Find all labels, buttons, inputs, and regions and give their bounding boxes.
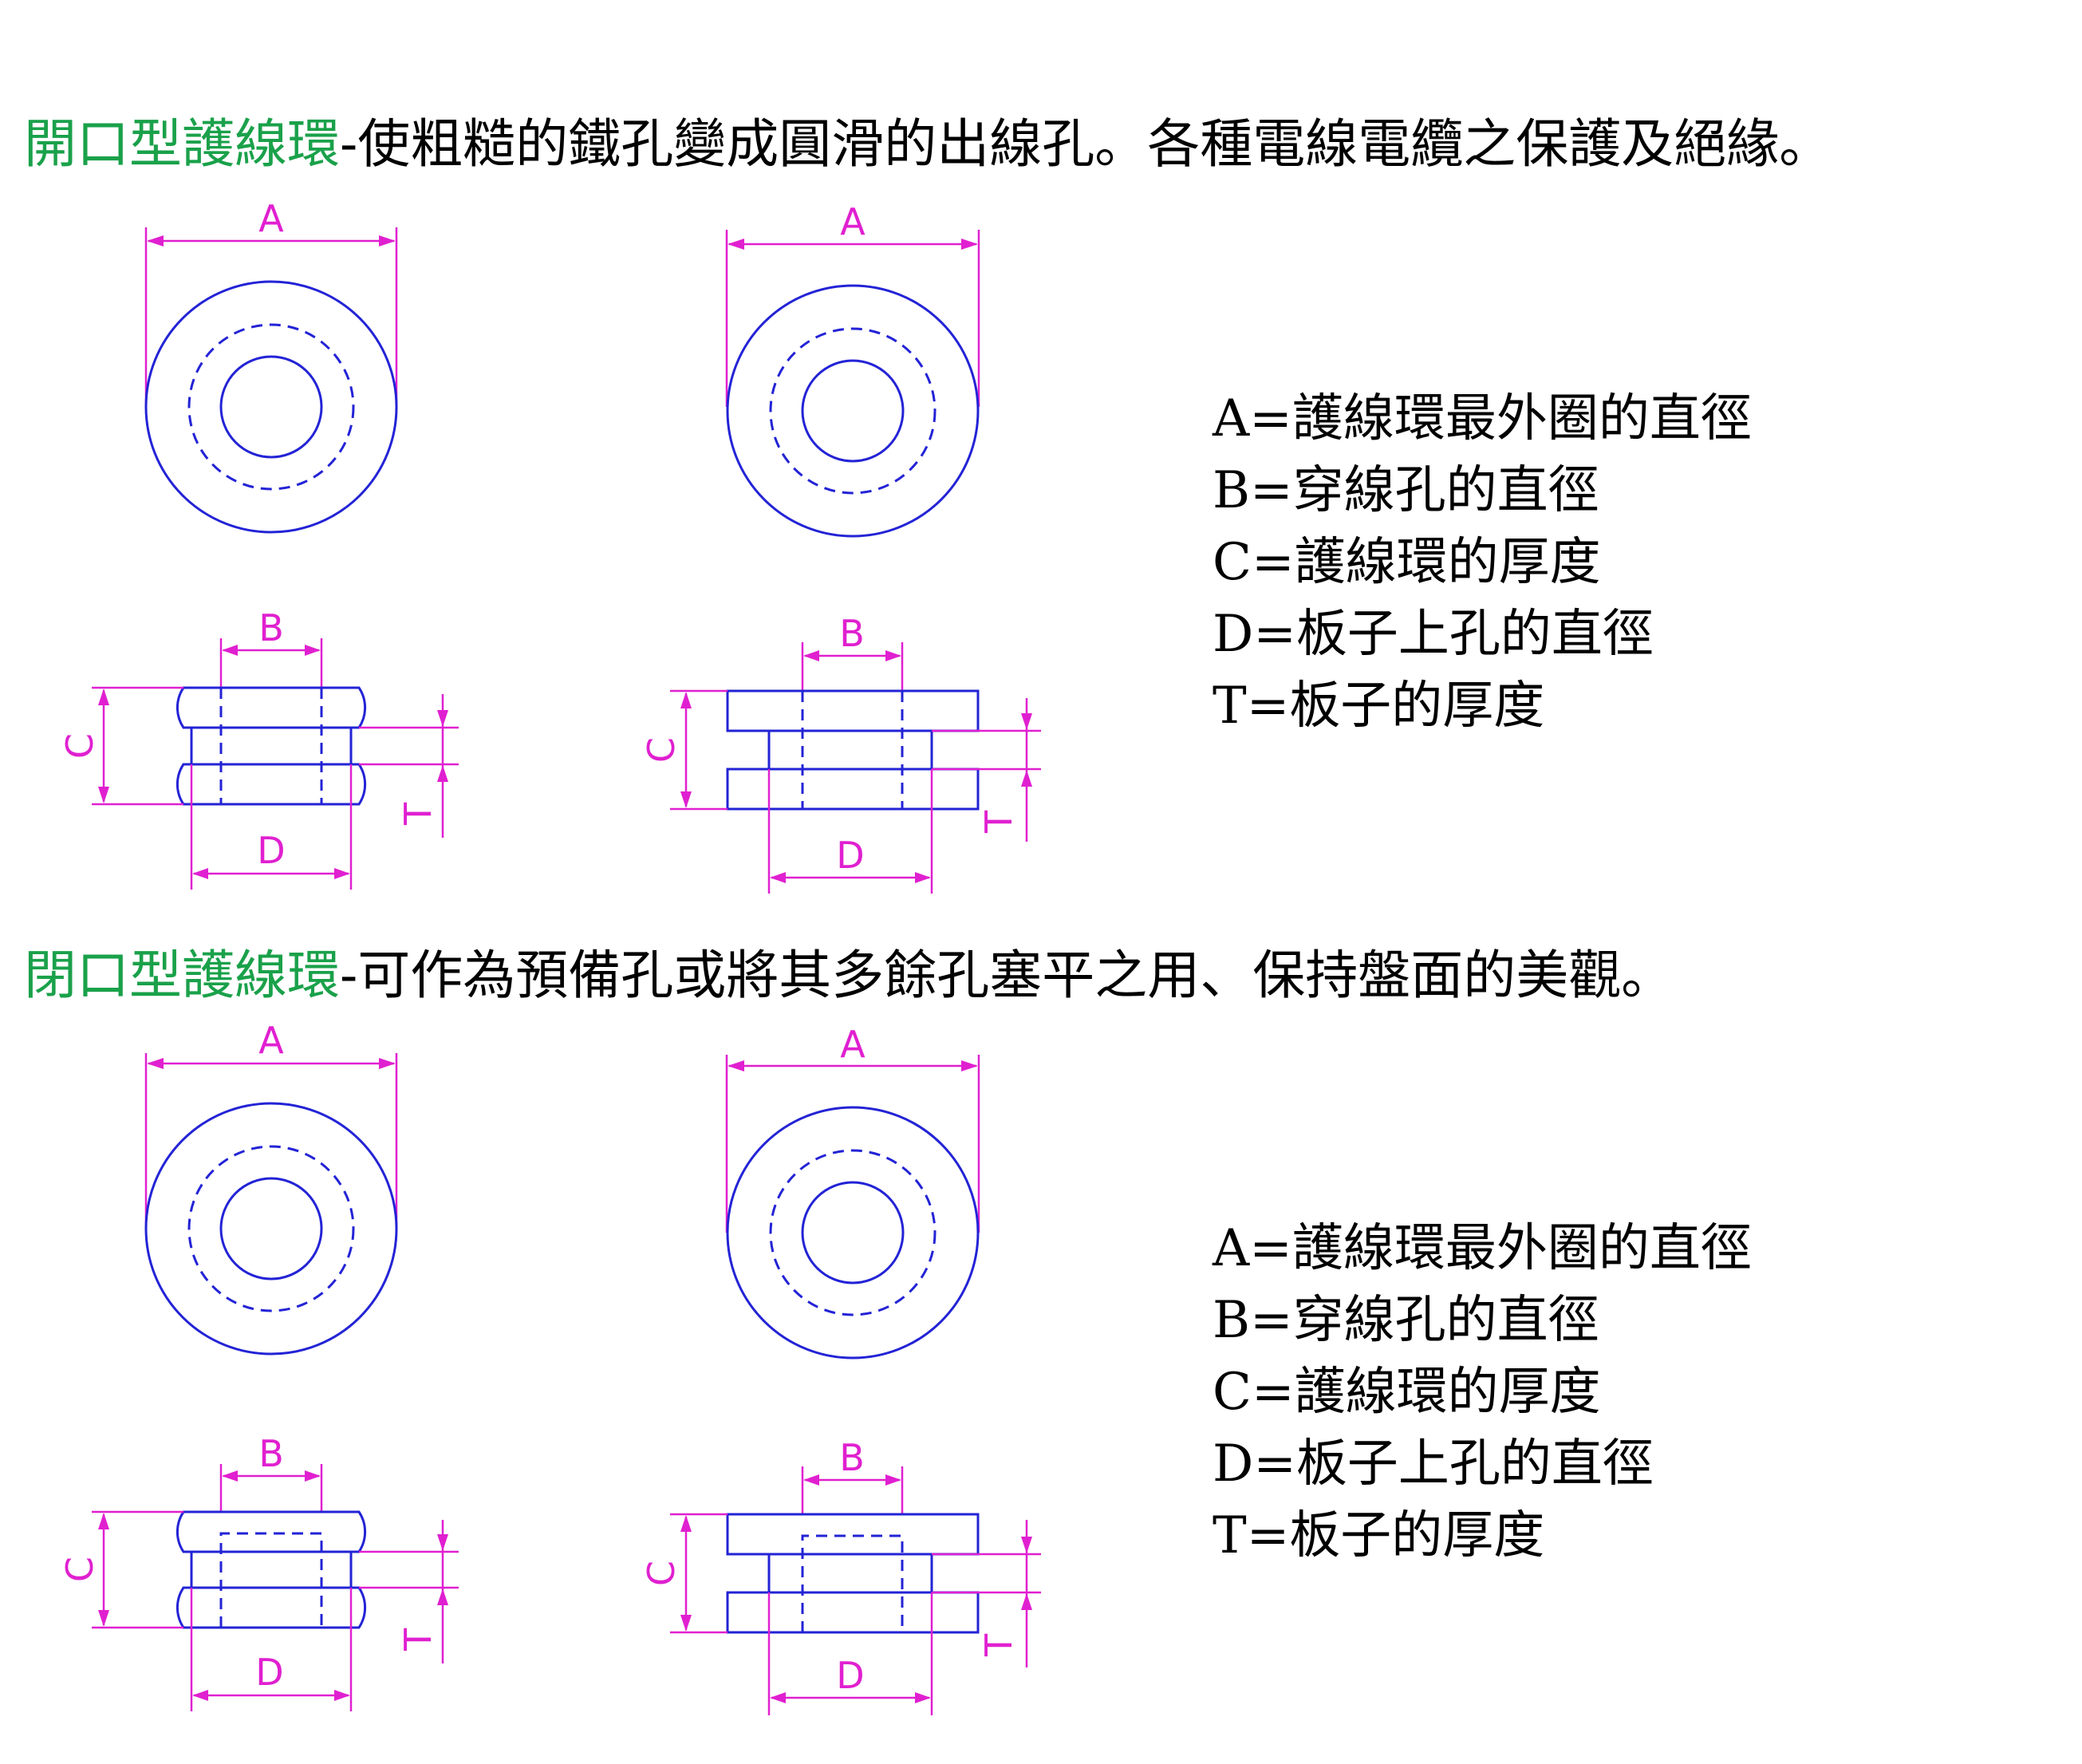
legend-item-b: B=穿線孔的直徑 — [1213, 461, 1599, 520]
dim-label-c: C — [58, 733, 101, 759]
legend-item-a: A=護線環最外圈的直徑 — [1213, 389, 1752, 448]
dim-label-d: D — [255, 1651, 283, 1694]
section-2-heading: 閉口型護線環-可作為預備孔或將其多餘孔塞平之用、保持盤面的美觀。 — [24, 949, 1674, 1002]
legend-item-d: D=板子上孔的直徑 — [1213, 1434, 1654, 1494]
section-2-legend: A=護線環最外圈的直徑 B=穿線孔的直徑 C=護線環的厚度 D=板子上孔的直徑 … — [1213, 1213, 1752, 1572]
legend-item-d: D=板子上孔的直徑 — [1213, 605, 1654, 664]
section-1-heading: 開口型護線環-使粗糙的鐵孔變成圓滑的出線孔。各種電線電纜之保護及絕緣。 — [24, 118, 1832, 171]
closed-grommet-top-view-flat: A — [725, 1023, 980, 1360]
dim-label-c: C — [640, 1561, 683, 1586]
dim-label-d: D — [836, 834, 864, 877]
dim-label-t: T — [396, 1628, 440, 1652]
dim-label-t: T — [396, 802, 440, 826]
dim-label-b: B — [258, 606, 284, 649]
dim-label-a: A — [840, 1023, 866, 1066]
dim-label-b: B — [258, 1432, 284, 1475]
dim-label-a: A — [258, 1019, 284, 1062]
section-2-heading-lead: 閉口型護線環 — [24, 945, 340, 1006]
legend-item-c: C=護線環的厚度 — [1213, 1363, 1601, 1422]
legend-item-c: C=護線環的厚度 — [1213, 533, 1601, 592]
dim-label-b: B — [839, 1436, 865, 1479]
dim-label-a: A — [840, 200, 866, 243]
open-grommet-side-view-flat: B C T D — [640, 612, 1041, 894]
legend-item-b: B=穿線孔的直徑 — [1213, 1291, 1599, 1350]
dim-label-b: B — [839, 612, 865, 655]
closed-grommet-top-view-rounded: A — [144, 1019, 398, 1356]
dim-label-c: C — [58, 1557, 101, 1582]
section-1-heading-text: -使粗糙的鐵孔變成圓滑的出線孔。各種電線電纜之保護及絕緣。 — [340, 113, 1832, 175]
section-1-legend: A=護線環最外圈的直徑 B=穿線孔的直徑 C=護線環的厚度 D=板子上孔的直徑 … — [1213, 383, 1752, 742]
dim-label-d: D — [257, 829, 285, 872]
section-1-heading-lead: 開口型護線環 — [24, 113, 340, 175]
dim-label-d: D — [836, 1654, 864, 1697]
legend-item-a: A=護線環最外圈的直徑 — [1213, 1219, 1752, 1278]
dim-label-t: T — [977, 1633, 1020, 1657]
closed-grommet-side-view-rounded: B C T D — [58, 1432, 459, 1711]
open-grommet-top-view-flat: A — [725, 200, 980, 538]
dim-label-c: C — [640, 737, 683, 763]
legend-item-t: T=板子的厚度 — [1213, 1506, 1545, 1565]
open-grommet-side-view-rounded: B C T D — [58, 606, 459, 890]
open-grommet-top-view-rounded: A — [144, 197, 398, 534]
dim-label-t: T — [977, 810, 1020, 834]
closed-grommet-side-view-flat: B C T D — [640, 1436, 1041, 1715]
legend-item-t: T=板子的厚度 — [1213, 677, 1545, 736]
section-2-heading-text: -可作為預備孔或將其多餘孔塞平之用、保持盤面的美觀。 — [340, 945, 1674, 1006]
dim-label-a: A — [258, 197, 284, 240]
